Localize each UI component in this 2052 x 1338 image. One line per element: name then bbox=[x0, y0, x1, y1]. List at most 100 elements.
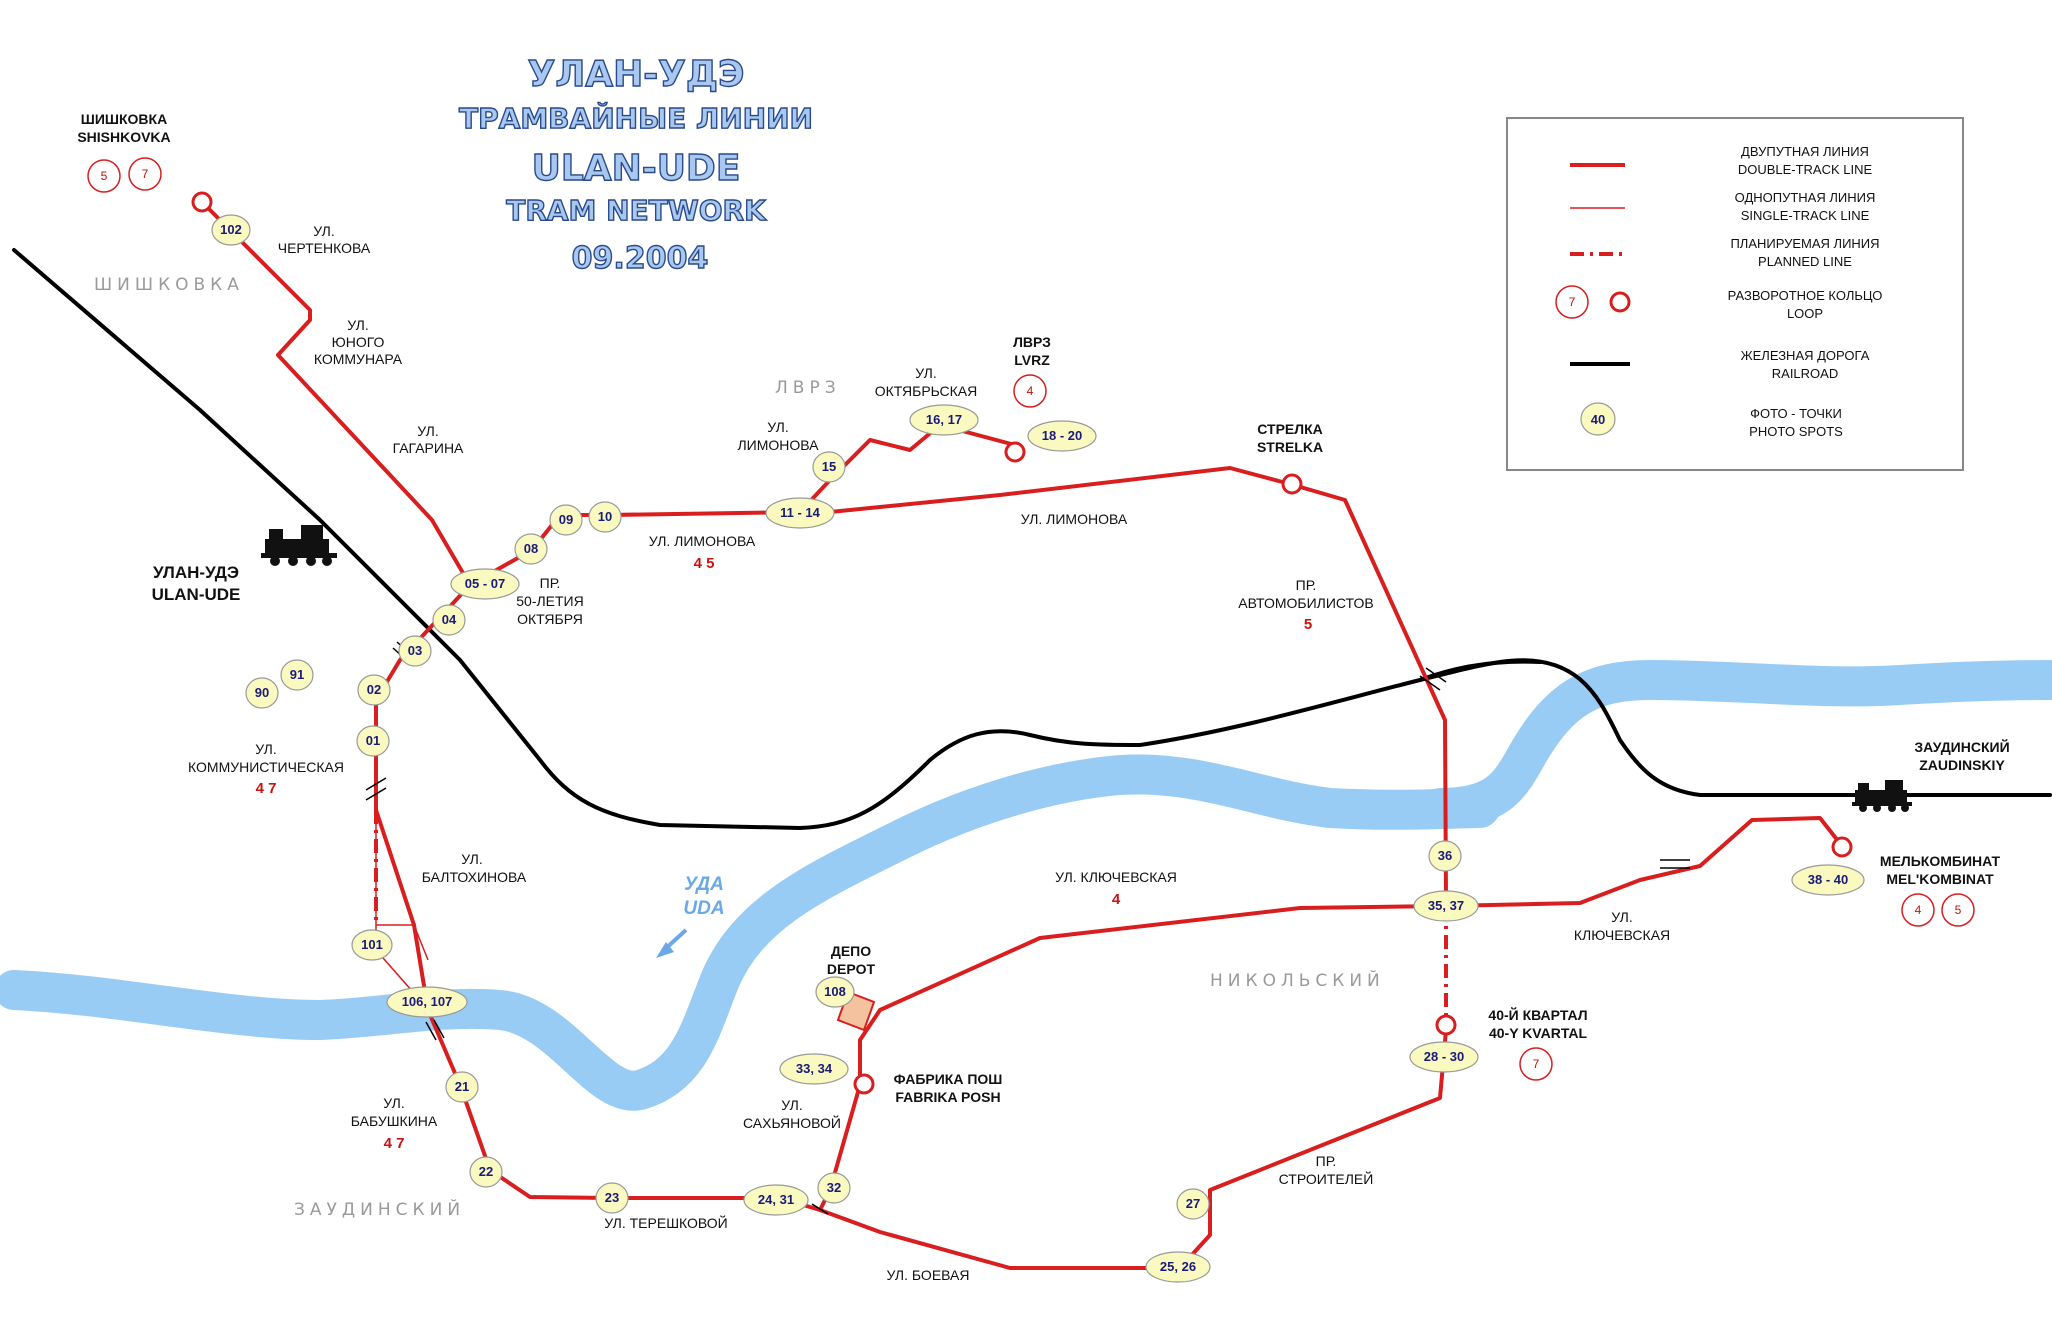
title-line4: TRAM NETWORK bbox=[506, 194, 767, 227]
loop-badge bbox=[1519, 1047, 1553, 1081]
legend-loop-ru: РАЗВОРОТНОЕ КОЛЬЦО bbox=[1728, 288, 1883, 303]
photo-spot bbox=[450, 568, 520, 600]
photo-spot-label: 04 bbox=[442, 612, 457, 627]
photo-spot bbox=[909, 404, 979, 436]
legend-planned-en: PLANNED LINE bbox=[1758, 254, 1852, 269]
loop-badge bbox=[87, 159, 121, 193]
street-babush-2: БАБУШКИНА bbox=[351, 1113, 438, 1129]
place-shishkovka-en: SHISHKOVKA bbox=[77, 129, 170, 145]
district-nikolsky: НИКОЛЬСКИЙ bbox=[1210, 969, 1385, 991]
routes-avto: 5 bbox=[1304, 616, 1312, 633]
district-shishkovka: ШИШКОВКА bbox=[94, 275, 244, 295]
place-uda-en: UDA bbox=[683, 898, 724, 919]
photo-spot bbox=[211, 214, 251, 246]
legend-loop-badge-text: 7 bbox=[1569, 295, 1576, 309]
loop-badge bbox=[1941, 893, 1975, 927]
photo-spot-label: 11 - 14 bbox=[780, 505, 821, 520]
crossing-tick bbox=[811, 1203, 829, 1215]
loop-badges: 5 7 4 7 4 5 bbox=[87, 157, 1975, 1081]
place-kvartal-en: 40-Y KVARTAL bbox=[1489, 1025, 1587, 1041]
photo-spot-label: 32 bbox=[827, 1180, 841, 1195]
loop-shishkovka bbox=[191, 191, 213, 213]
photo-spot-label: 27 bbox=[1186, 1196, 1200, 1211]
legend-single-ru: ОДНОПУТНАЯ ЛИНИЯ bbox=[1735, 190, 1876, 205]
street-labels: УЛ. ЧЕРТЕНКОВА УЛ. ЮНОГО КОММУНАРА УЛ. Г… bbox=[188, 223, 1670, 1283]
district-lvrz: ЛВРЗ bbox=[775, 378, 841, 398]
photo-spot-label: 21 bbox=[455, 1079, 469, 1094]
photo-spot bbox=[595, 1182, 629, 1214]
place-zaudinskiy-en: ZAUDINSKIY bbox=[1919, 757, 2005, 773]
railroad-hump bbox=[1418, 659, 1542, 682]
photo-spot bbox=[351, 929, 393, 961]
photo-spot-label: 01 bbox=[366, 733, 380, 748]
street-limonova-b: УЛ. ЛИМОНОВА bbox=[649, 533, 756, 549]
street-chertenkova-2: ЧЕРТЕНКОВА bbox=[278, 240, 371, 256]
place-uda-ru: УДА bbox=[684, 874, 724, 895]
photo-spot bbox=[1413, 890, 1479, 922]
single-track-kommun bbox=[375, 810, 429, 961]
street-kommun-2: КОММУНИСТИЧЕСКАЯ bbox=[188, 759, 344, 775]
place-lvrz-en: LVRZ bbox=[1014, 352, 1050, 368]
photo-spot-label: 106, 107 bbox=[402, 994, 453, 1009]
photo-spot-label: 23 bbox=[605, 1190, 619, 1205]
title-line1: УЛАН-УДЭ bbox=[528, 54, 745, 95]
route-labels: 4 5 5 4 7 4 4 7 bbox=[256, 555, 1313, 1152]
place-ulanude-en: ULAN-UDE bbox=[152, 585, 241, 604]
title-line2: ТРАМВАЙНЫЕ ЛИНИИ bbox=[459, 101, 813, 135]
railroad-main bbox=[12, 248, 2052, 830]
photo-spot bbox=[1176, 1188, 1210, 1220]
photo-spot-label: 101 bbox=[361, 937, 383, 952]
river-selenga bbox=[1420, 660, 2052, 828]
photo-spot bbox=[356, 725, 390, 757]
photo-spot-label: 15 bbox=[822, 459, 836, 474]
street-limonova-c: УЛ. ЛИМОНОВА bbox=[1021, 511, 1128, 527]
place-lvrz-ru: ЛВРЗ bbox=[1013, 334, 1051, 350]
routes-babush: 4 7 bbox=[384, 1135, 405, 1152]
loop-badge bbox=[128, 157, 162, 191]
street-pr50-2: 50-ЛЕТИЯ bbox=[516, 593, 583, 609]
loop-kvartal bbox=[1435, 1014, 1457, 1036]
street-kommun-1: УЛ. bbox=[255, 741, 277, 757]
loop-melkombinat bbox=[1831, 836, 1853, 858]
street-tereshk: УЛ. ТЕРЕШКОВОЙ bbox=[604, 1214, 728, 1231]
loop-badge-text: 7 bbox=[142, 167, 149, 181]
legend-photo-spot-text: 40 bbox=[1591, 412, 1605, 427]
train-icon bbox=[1852, 780, 1912, 812]
title-line5: 09.2004 bbox=[572, 241, 709, 276]
legend-single-en: SINGLE-TRACK LINE bbox=[1741, 208, 1870, 223]
legend: ДВУПУТНАЯ ЛИНИЯ DOUBLE-TRACK LINE ОДНОПУ… bbox=[1506, 117, 1964, 471]
photo-spot bbox=[245, 677, 279, 709]
place-shishkovka-ru: ШИШКОВКА bbox=[81, 111, 167, 127]
street-babush-1: УЛ. bbox=[383, 1095, 405, 1111]
street-klyuch-b-1: УЛ. bbox=[1611, 909, 1633, 925]
legend-double-ru: ДВУПУТНАЯ ЛИНИЯ bbox=[1741, 144, 1869, 159]
photo-spot-label: 33, 34 bbox=[796, 1061, 833, 1076]
photo-spot bbox=[445, 1071, 479, 1103]
photo-spot bbox=[812, 451, 846, 483]
street-avto-1: ПР. bbox=[1296, 577, 1317, 593]
photo-spot-label: 18 - 20 bbox=[1042, 428, 1082, 443]
loop-badge-text: 7 bbox=[1533, 1057, 1540, 1071]
photo-spot-label: 91 bbox=[290, 667, 304, 682]
train-icon bbox=[261, 525, 337, 566]
place-kvartal-ru: 40-Й КВАРТАЛ bbox=[1488, 1006, 1587, 1023]
photo-spot-label: 22 bbox=[479, 1164, 493, 1179]
photo-spot-label: 102 bbox=[220, 222, 242, 237]
photo-spot bbox=[743, 1184, 809, 1216]
photo-spot-label: 38 - 40 bbox=[1808, 872, 1848, 887]
photo-spot bbox=[514, 533, 548, 565]
photo-spot bbox=[779, 1053, 849, 1085]
loop-badge-text: 5 bbox=[1955, 903, 1962, 917]
street-pr50-1: ПР. bbox=[540, 575, 561, 591]
photo-spot-label: 16, 17 bbox=[926, 412, 962, 427]
routes-klyuch: 4 bbox=[1112, 891, 1121, 908]
terminal-loops bbox=[191, 191, 1853, 1095]
photo-spot-label: 108 bbox=[824, 984, 846, 999]
photo-spot-label: 90 bbox=[255, 685, 269, 700]
street-gagarina-2: ГАГАРИНА bbox=[393, 440, 464, 456]
street-baltokh-2: БАЛТОХИНОВА bbox=[422, 869, 527, 885]
photo-spot-label: 09 bbox=[559, 512, 573, 527]
place-ulanude-ru: УЛАН-УДЭ bbox=[153, 563, 239, 582]
photo-spot bbox=[386, 986, 468, 1018]
